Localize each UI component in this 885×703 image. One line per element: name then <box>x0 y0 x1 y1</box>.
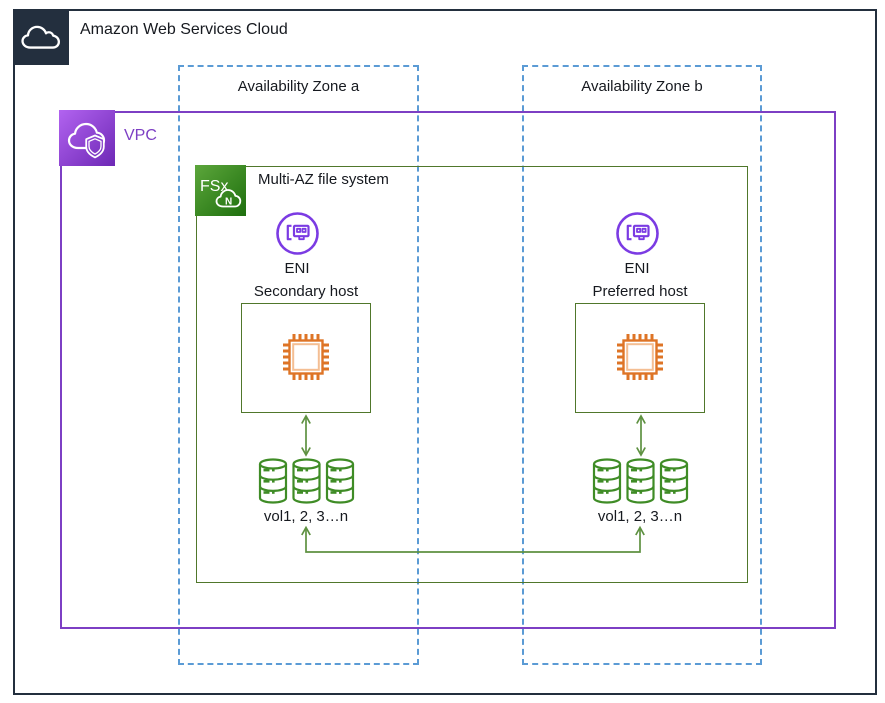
eni-label-right: ENI <box>624 260 650 277</box>
aws-cloud-group-border <box>13 9 877 695</box>
preferred-host-box <box>575 303 705 413</box>
fsx-icon-text: FSx <box>200 178 228 195</box>
fsx-netapp-ontap-icon: FSx N <box>195 165 246 216</box>
aws-cloud-icon <box>13 9 69 65</box>
volume-stack-icons-right <box>592 457 689 507</box>
eni-label-left: ENI <box>284 260 310 277</box>
volumes-label-left: vol1, 2, 3…n <box>263 508 349 525</box>
availability-zone-b: Availability Zone b <box>522 65 762 665</box>
multi-az-file-system-label: Multi-AZ file system <box>258 171 389 188</box>
aws-cloud-title: Amazon Web Services Cloud <box>80 21 288 38</box>
fsx-icon-cloud-letter: N <box>225 197 232 208</box>
cpu-chip-icon-left <box>280 331 332 383</box>
availability-zone-b-label: Availability Zone b <box>581 78 703 95</box>
vpc-icon <box>59 110 115 166</box>
secondary-host-box <box>241 303 371 413</box>
availability-zone-a-label: Availability Zone a <box>237 78 360 95</box>
eni-icon-right <box>615 211 660 256</box>
eni-icon-left <box>275 211 320 256</box>
vpc-label: VPC <box>124 127 157 144</box>
cpu-chip-icon-right <box>614 331 666 383</box>
preferred-host-label: Preferred host <box>592 283 688 300</box>
vpc-group-border <box>60 111 836 629</box>
availability-zone-a: Availability Zone a <box>178 65 419 665</box>
volumes-label-right: vol1, 2, 3…n <box>597 508 683 525</box>
multi-az-file-system-border <box>196 166 748 583</box>
double-arrow-host-volumes-right <box>634 414 648 457</box>
double-arrow-host-volumes-left <box>299 414 313 457</box>
volume-replication-connector-arrow <box>299 523 649 556</box>
volume-stack-icons-left <box>258 457 355 507</box>
secondary-host-label: Secondary host <box>253 283 359 300</box>
